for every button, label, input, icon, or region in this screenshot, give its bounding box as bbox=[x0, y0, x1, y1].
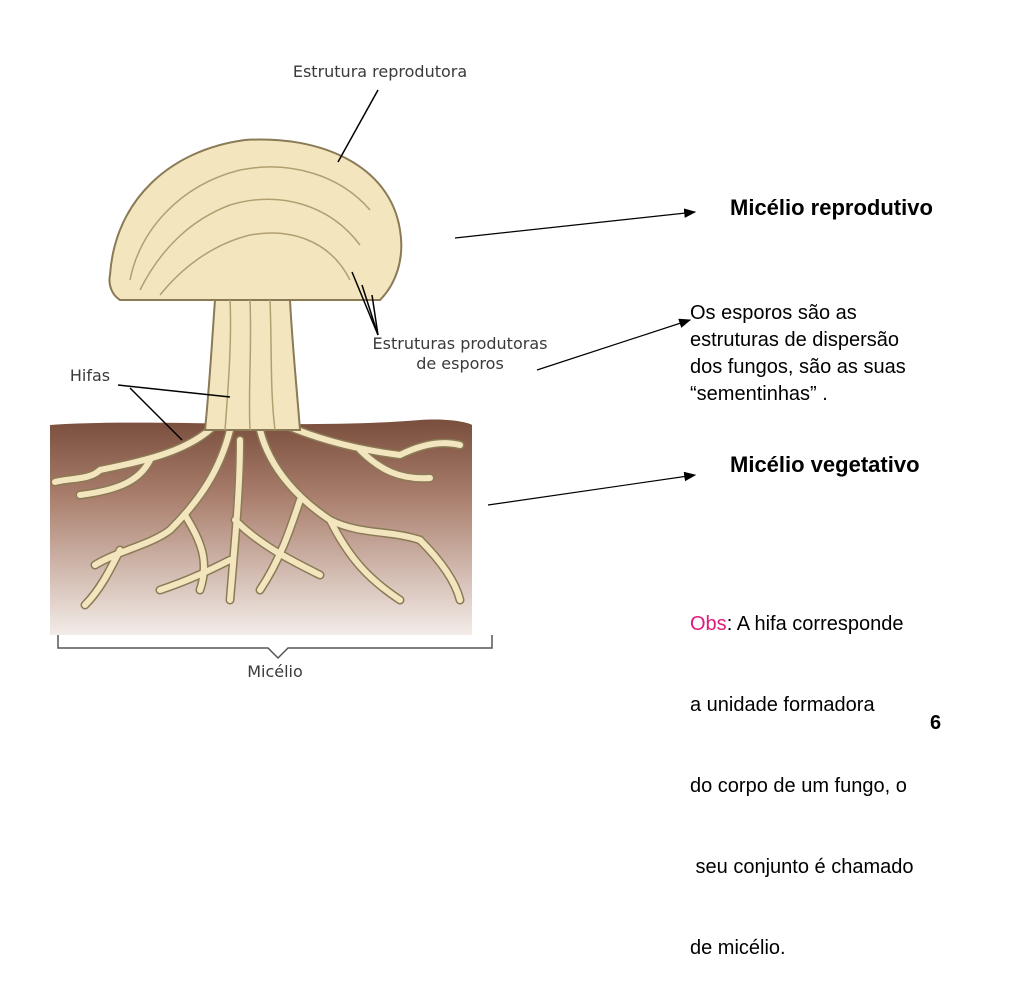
arrow-reproductive bbox=[454, 208, 697, 239]
obs-label: Obs bbox=[690, 613, 727, 635]
spores-line: Os esporos são as bbox=[690, 302, 857, 324]
soil bbox=[50, 419, 472, 635]
heading-vegetative-mycelium: Micélio vegetativo bbox=[730, 452, 920, 477]
label-spore-structures-line2: de esporos bbox=[416, 354, 504, 373]
obs-line: seu conjunto é chamado bbox=[690, 856, 914, 878]
vegetative-hyphae bbox=[50, 420, 465, 610]
spores-paragraph: Os esporos são as estruturas de dispersã… bbox=[690, 300, 906, 408]
mushroom-cap bbox=[108, 138, 403, 301]
obs-line: a unidade formadora bbox=[690, 694, 875, 716]
label-spore-structures-line1: Estruturas produtoras bbox=[372, 334, 548, 353]
fungus-diagram bbox=[50, 89, 697, 660]
label-mycelium: Micélio bbox=[247, 662, 303, 681]
arrow-vegetative bbox=[487, 471, 697, 506]
label-reproductive-structure: Estrutura reprodutora bbox=[292, 62, 468, 81]
spores-line: estruturas de dispersão bbox=[690, 329, 900, 351]
obs-first-line: Obs: A hifa corresponde bbox=[690, 611, 914, 638]
mycelium-bracket bbox=[57, 635, 493, 660]
label-hyphae: Hifas bbox=[69, 366, 111, 385]
obs-line: de micélio. bbox=[690, 937, 786, 959]
page-number: 6 bbox=[930, 712, 942, 734]
label-spore-structures: Estruturas produtoras de esporos bbox=[330, 334, 590, 374]
obs-paragraph: Obs: A hifa corresponde a unidade formad… bbox=[690, 557, 914, 989]
spores-line: “sementinhas” . bbox=[690, 383, 828, 405]
mushroom-stalk bbox=[203, 299, 302, 431]
obs-line: do corpo de um fungo, o bbox=[690, 775, 907, 797]
spores-line: dos fungos, são as suas bbox=[690, 356, 906, 378]
arrow-spores bbox=[536, 318, 692, 371]
obs-first-line-text: : A hifa corresponde bbox=[726, 613, 904, 635]
heading-reproductive-mycelium: Micélio reprodutivo bbox=[730, 195, 933, 220]
